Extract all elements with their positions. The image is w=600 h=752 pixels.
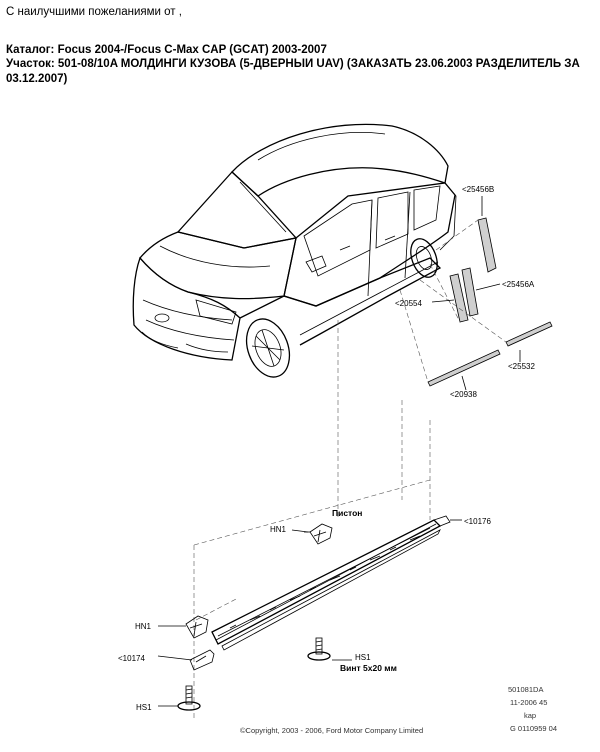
footer-code-3: kap: [524, 711, 536, 720]
callout-piston: Пистон: [332, 508, 362, 518]
upper-leaders: [431, 196, 521, 391]
car-illustration: [132, 123, 457, 378]
molding-25456b: [477, 217, 497, 273]
callout-10174: <10174: [118, 654, 145, 663]
molding-25532: [505, 321, 553, 347]
piston-clip-left: [185, 615, 209, 639]
callout-20938: <20938: [450, 390, 477, 399]
section-title-continuation: 03.12.2007): [6, 73, 68, 85]
molding-20938: [427, 349, 501, 387]
assembly-lines: [193, 320, 431, 720]
callout-hn1-left: HN1: [135, 622, 152, 631]
footer-code-1: 501081DA: [508, 685, 543, 694]
moldings-group: [399, 217, 553, 387]
screw-left: [177, 685, 201, 711]
bracket-10174: [189, 649, 215, 671]
callout-25456b: <25456B: [462, 185, 494, 194]
callout-hn1-top: HN1: [270, 525, 287, 534]
callout-25456a: <25456A: [502, 280, 535, 289]
lower-leaders: [157, 519, 462, 707]
sill-panel-10176: [211, 515, 451, 651]
molding-20554: [449, 273, 469, 323]
callout-20554: <20554: [395, 299, 422, 308]
greeting-text: С наилучшими пожеланиями от ,: [6, 6, 182, 18]
footer-copyright: ©Copyright, 2003 - 2006, Ford Motor Comp…: [240, 726, 423, 735]
callout-screw: Винт 5х20 мм: [340, 663, 397, 673]
catalog-title: Каталог: Focus 2004-/Focus C-Max CAP (GC…: [6, 44, 327, 56]
section-title: Участок: 501-08/10A МОЛДИНГИ КУЗОВА (5-Д…: [6, 58, 580, 70]
callout-hs1-right: HS1: [355, 653, 371, 662]
molding-25456a: [461, 267, 479, 317]
parts-diagram: <25456B <25456A <20554 <25532 <20938 <10…: [118, 123, 557, 735]
screw-right: [307, 637, 331, 661]
callout-10176: <10176: [464, 517, 491, 526]
piston-clip-top: [304, 523, 333, 545]
footer-code-4: G 0110959 04: [510, 724, 557, 733]
footer-code-2: 11-2006 45: [510, 698, 547, 707]
callout-25532: <25532: [508, 362, 535, 371]
callout-hs1-left: HS1: [136, 703, 152, 712]
